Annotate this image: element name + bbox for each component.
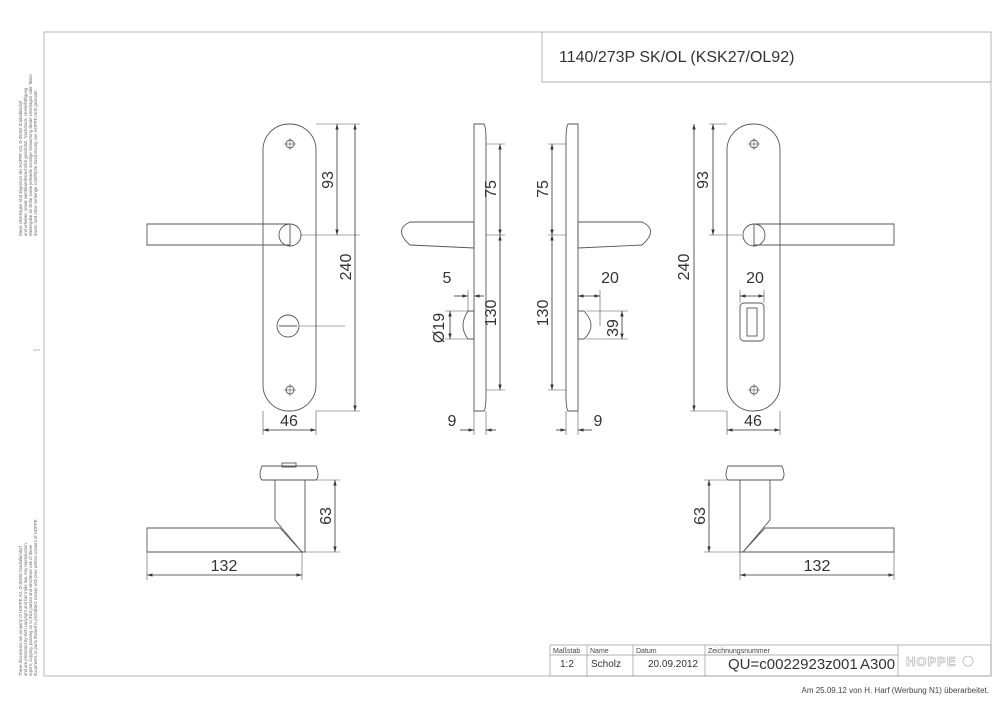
name-value: Scholz (591, 659, 621, 670)
left-backplate (262, 123, 317, 412)
drawing-frame (43, 31, 992, 677)
dim-right-240: 240 (676, 254, 693, 281)
left-top-rose (259, 465, 319, 481)
right-lever (753, 223, 895, 246)
right-top-lever (741, 527, 895, 553)
dim-side-right-130: 130 (535, 300, 552, 327)
right-thumb-turn (739, 302, 765, 342)
svg-text:Diese Unterlagen sind Eigentum: Diese Unterlagen sind Eigentum der HOPPE… (18, 100, 23, 236)
dim-side-left-130: 130 (483, 300, 500, 327)
date-value: 20.09.2012 (648, 659, 698, 670)
title-block: Maßstab 1:2 Name Scholz Datum 20.09.2012… (549, 644, 992, 677)
left-top-lever (146, 527, 304, 553)
format-value: A300 (860, 656, 895, 673)
left-emergency-release (276, 314, 300, 338)
right-top-shank (739, 479, 771, 553)
dim-left-93: 93 (320, 171, 337, 189)
left-front-view: 93 240 46 (146, 123, 360, 435)
date-label: Datum (636, 648, 657, 655)
svg-text:These documents are property o: These documents are property of HOPPE AG… (18, 545, 23, 676)
hoppe-logo: HOPPE (906, 654, 957, 669)
svg-text:Weitergabe an Dritte sowie jed: Weitergabe an Dritte sowie jedwede sonst… (28, 73, 33, 236)
dim-left-46: 46 (280, 413, 298, 430)
right-top-rose (725, 465, 785, 481)
drawing-number-label: Zeichnungsnummer (708, 648, 771, 655)
dim-side-right-75: 75 (535, 180, 552, 198)
dim-side-left-75: 75 (483, 180, 500, 198)
scale-value: 1:2 (560, 659, 574, 670)
right-side-view: 75 130 20 39 9 (535, 123, 651, 435)
dim-side-right-20: 20 (601, 270, 619, 287)
dim-side-left-5: 5 (443, 270, 452, 287)
dim-side-left-9: 9 (448, 413, 457, 430)
left-side-plate (473, 123, 487, 412)
dim-right-20: 20 (746, 270, 764, 287)
right-side-lever (577, 221, 651, 249)
svg-text:und urheber- sowie wettbewerbs: und urheber- sowie wettbewerbsrechtlich … (23, 87, 28, 236)
dim-left-top-132: 132 (211, 558, 238, 575)
legal-text-bottom: These documents are property of HOPPE AG… (18, 518, 38, 676)
left-side-knob (462, 310, 475, 340)
svg-text:documents or parts thereof is: documents or parts thereof is prohibited… (33, 518, 38, 676)
left-side-view: 75 130 5 Ø19 9 (401, 123, 505, 435)
scale-label: Maßstab (553, 648, 580, 655)
drawing-number-value: QU=c0022923z001 (728, 656, 858, 673)
legal-text-top: Diese Unterlagen sind Eigentum der HOPPE… (18, 73, 38, 236)
dim-side-right-9: 9 (594, 413, 603, 430)
dim-right-46: 46 (744, 413, 762, 430)
left-side-lever (401, 221, 475, 249)
name-label: Name (590, 648, 609, 655)
left-top-view: 63 132 (146, 462, 340, 580)
svg-text:davon sind ohne vorherige schr: davon sind ohne vorherige schriftliche Z… (33, 89, 38, 236)
dim-right-top-132: 132 (804, 558, 831, 575)
dim-side-left-diameter: Ø19 (431, 313, 448, 343)
dim-right-93: 93 (695, 171, 712, 189)
dim-left-240: 240 (338, 254, 355, 281)
dim-left-top-63: 63 (318, 507, 335, 525)
right-top-view: 63 132 (692, 465, 895, 580)
dim-side-right-39: 39 (605, 319, 622, 337)
svg-text:and are protected by both copy: and are protected by both copyright and … (23, 542, 28, 676)
revision-note: Am 25.09.12 von H. Harf (Werbung N1) übe… (802, 686, 990, 695)
hoppe-logo-mark (962, 655, 974, 667)
right-side-plate (565, 123, 579, 412)
svg-text:reprint, copying, passing on t: reprint, copying, passing on to third pa… (28, 544, 33, 676)
right-backplate (726, 123, 781, 412)
left-top-shank (274, 479, 306, 553)
left-lever (146, 223, 291, 246)
right-side-turn (577, 310, 592, 340)
right-front-view: 93 240 20 46 (676, 123, 895, 435)
dim-right-top-63: 63 (692, 507, 709, 525)
drawing-title: 1140/273P SK/OL (KSK27/OL92) (559, 49, 794, 66)
